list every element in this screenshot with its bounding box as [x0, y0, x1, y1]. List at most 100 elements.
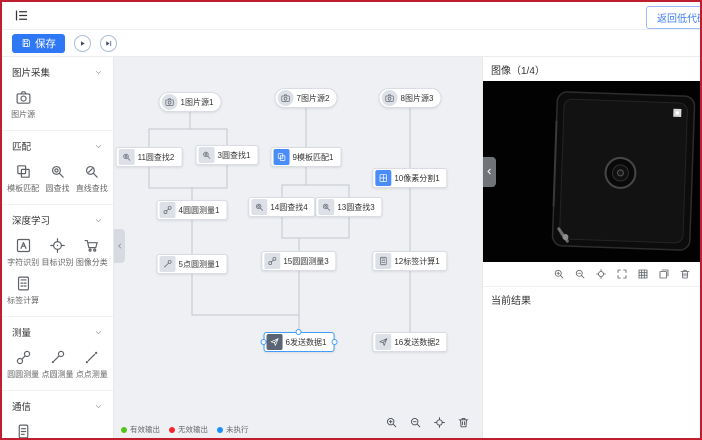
measure-pc-icon	[49, 349, 66, 366]
tool-item-label-calc[interactable]: 标签计算	[6, 271, 40, 309]
locate-icon[interactable]	[595, 268, 607, 280]
tool-label: 点圆测量	[41, 370, 74, 379]
section-header[interactable]: 图片采集	[2, 57, 113, 83]
top-port[interactable]	[296, 329, 302, 335]
save-label: 保存	[35, 37, 56, 50]
tool-item-circle-find[interactable]: 圆查找	[40, 159, 74, 197]
camera-icon	[161, 94, 178, 110]
tool-item-measure-pc[interactable]: 点圆测量	[40, 345, 74, 383]
node-label: 16发送数据2	[394, 337, 440, 347]
sidebar-section-3: 测量圆圆测量点圆测量点点测量	[2, 317, 113, 391]
flow-node-12[interactable]: 12标签计算1	[372, 251, 448, 271]
classify-icon	[83, 237, 100, 254]
section-header[interactable]: 测量	[2, 317, 113, 343]
target-icon	[49, 237, 66, 254]
node-label: 3圆查找1	[217, 150, 251, 160]
tool-sidebar: 图片采集图片源匹配模板匹配圆查找直线查找深度学习字符识别目标识别图像分类标签计算…	[2, 57, 114, 438]
save-button[interactable]: 保存	[12, 33, 65, 53]
tool-item-camera[interactable]: 图片源	[6, 85, 40, 123]
tool-item-template[interactable]: 模板匹配	[6, 159, 40, 197]
flow-node-16[interactable]: 16发送数据2	[372, 332, 448, 352]
flow-node-4[interactable]: 4圆圆测量1	[156, 200, 228, 220]
send-icon	[266, 334, 283, 350]
image-toolbar	[483, 262, 700, 287]
sidebar-section-0: 图片采集图片源	[2, 57, 113, 131]
run-button[interactable]	[74, 34, 91, 52]
zoom-out-icon[interactable]	[574, 268, 586, 280]
section-title: 测量	[12, 328, 32, 339]
legend-label: 未执行	[226, 425, 249, 434]
flow-node-5[interactable]: 5点圆测量1	[156, 254, 228, 274]
image-viewer[interactable]	[483, 81, 700, 262]
tool-item-target[interactable]: 目标识别	[40, 233, 74, 271]
node-label: 11圆查找2	[137, 152, 175, 162]
back-to-lowcode-button[interactable]: 返回低代码	[646, 6, 700, 29]
section-header[interactable]: 通信	[2, 391, 113, 417]
tool-label: 圆圆测量	[7, 370, 40, 379]
flow-node-9[interactable]: 9模板匹配1	[270, 147, 342, 167]
tool-item-measure-cc[interactable]: 圆圆测量	[6, 345, 40, 383]
image-panel-title: 图像（1/4）	[491, 66, 545, 77]
flow-node-15[interactable]: 15圆圆测量3	[261, 251, 337, 271]
zoom-out-icon[interactable]	[409, 416, 422, 429]
flow-node-6[interactable]: 6发送数据1	[260, 329, 338, 352]
flow-node-8[interactable]: 8图片源3	[378, 88, 442, 108]
section-items: 协议	[2, 417, 113, 438]
flow-node-13[interactable]: 13圆查找3	[315, 197, 383, 217]
zoom-in-icon[interactable]	[385, 416, 398, 429]
step-run-button[interactable]	[100, 34, 117, 52]
output-port[interactable]	[331, 339, 338, 345]
section-items: 圆圆测量点圆测量点点测量	[2, 343, 113, 390]
flow-node-11[interactable]: 11圆查找2	[115, 147, 183, 167]
sidebar-section-1: 匹配模板匹配圆查找直线查找	[2, 131, 113, 205]
tool-label: 直线查找	[75, 184, 108, 193]
chevron-down-icon	[94, 328, 103, 337]
sidebar-collapse-handle[interactable]	[114, 229, 125, 263]
trash-icon[interactable]	[679, 268, 691, 280]
circle-find-icon	[49, 163, 66, 180]
fullscreen-icon[interactable]	[616, 268, 628, 280]
section-header[interactable]: 深度学习	[2, 205, 113, 231]
camera-image	[483, 81, 700, 262]
flow-node-7[interactable]: 7图片源2	[274, 88, 338, 108]
node-label: 14圆查找4	[270, 202, 308, 212]
sidebar-section-4: 通信协议	[2, 391, 113, 438]
circle-find-icon	[251, 199, 268, 215]
tool-item-protocol[interactable]: 协议	[6, 419, 40, 438]
flow-node-1[interactable]: 1图片源1	[158, 92, 222, 112]
label-calc-icon	[375, 253, 392, 269]
node-label: 6发送数据1	[285, 337, 327, 347]
tool-item-classify[interactable]: 图像分类	[75, 233, 109, 271]
node-label: 15圆圆测量3	[283, 256, 329, 266]
section-title: 匹配	[12, 142, 32, 153]
measure-cc-icon	[264, 253, 281, 269]
tool-item-line-find[interactable]: 直线查找	[75, 159, 109, 197]
template-icon	[15, 163, 32, 180]
flow-node-14[interactable]: 14圆查找4	[248, 197, 316, 217]
locate-icon[interactable]	[433, 416, 446, 429]
tool-label: 图像分类	[75, 258, 108, 267]
flow-canvas[interactable]: 1图片源1 7图片源2 8图片源3 11圆查找2 3圆查找1 9模板匹配1 10像素分割1 4…	[114, 57, 482, 438]
menu-icon[interactable]	[12, 7, 30, 25]
zoom-in-icon[interactable]	[553, 268, 565, 280]
previous-image-button[interactable]	[483, 156, 496, 187]
tool-label: 图片源	[11, 110, 36, 119]
flow-node-3[interactable]: 3圆查找1	[195, 145, 259, 165]
section-header[interactable]: 匹配	[2, 131, 113, 157]
status-legend: 有效输出无效输出未执行	[121, 424, 249, 435]
label-calc-icon	[15, 275, 32, 292]
sidebar-section-2: 深度学习字符识别目标识别图像分类标签计算	[2, 205, 113, 317]
trash-icon[interactable]	[457, 416, 470, 429]
grid-icon[interactable]	[637, 268, 649, 280]
tool-item-ocr[interactable]: 字符识别	[6, 233, 40, 271]
section-title: 深度学习	[12, 216, 51, 227]
section-title: 通信	[12, 402, 32, 413]
node-label: 1图片源1	[180, 97, 214, 107]
contrast-icon[interactable]	[658, 268, 670, 280]
tool-item-measure-pp[interactable]: 点点测量	[75, 345, 109, 383]
flow-node-10[interactable]: 10像素分割1	[372, 168, 448, 188]
tool-label: 模板匹配	[7, 184, 40, 193]
input-port[interactable]	[260, 339, 267, 345]
circle-find-icon	[118, 149, 135, 165]
node-label: 10像素分割1	[394, 173, 440, 183]
